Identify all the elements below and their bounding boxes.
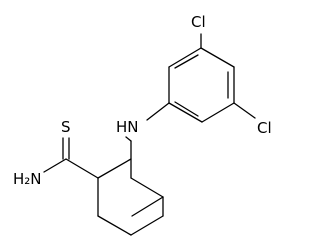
- bond: [200, 47, 235, 68]
- atom-label-s: S: [61, 118, 71, 136]
- double-bond-inner: [174, 101, 199, 117]
- bond: [168, 102, 203, 123]
- bond-ring-nh: [146, 102, 170, 121]
- bond-cl-right: [233, 102, 256, 119]
- bond: [131, 196, 164, 217]
- bond: [201, 102, 235, 123]
- bond-c-nh2: [43, 158, 67, 173]
- dichlorophenyl-ring: [168, 47, 235, 123]
- benzene-ring: [97, 140, 164, 236]
- double-bond-inner: [174, 54, 199, 69]
- bond-nh-ring: [125, 136, 132, 142]
- atom-label-nh: HN: [116, 118, 139, 136]
- bond: [130, 177, 164, 198]
- bond: [97, 158, 132, 179]
- chemical-structure-diagram: Cl Cl HN S H₂N: [13, 13, 272, 236]
- atom-label-nh2: H₂N: [13, 170, 42, 188]
- bond: [130, 215, 164, 236]
- atom-label-cl-top: Cl: [191, 13, 206, 31]
- bond: [97, 215, 132, 236]
- atom-label-cl-right: Cl: [257, 119, 272, 137]
- bond: [168, 47, 202, 68]
- bond-ring-thiocarbon: [65, 158, 99, 179]
